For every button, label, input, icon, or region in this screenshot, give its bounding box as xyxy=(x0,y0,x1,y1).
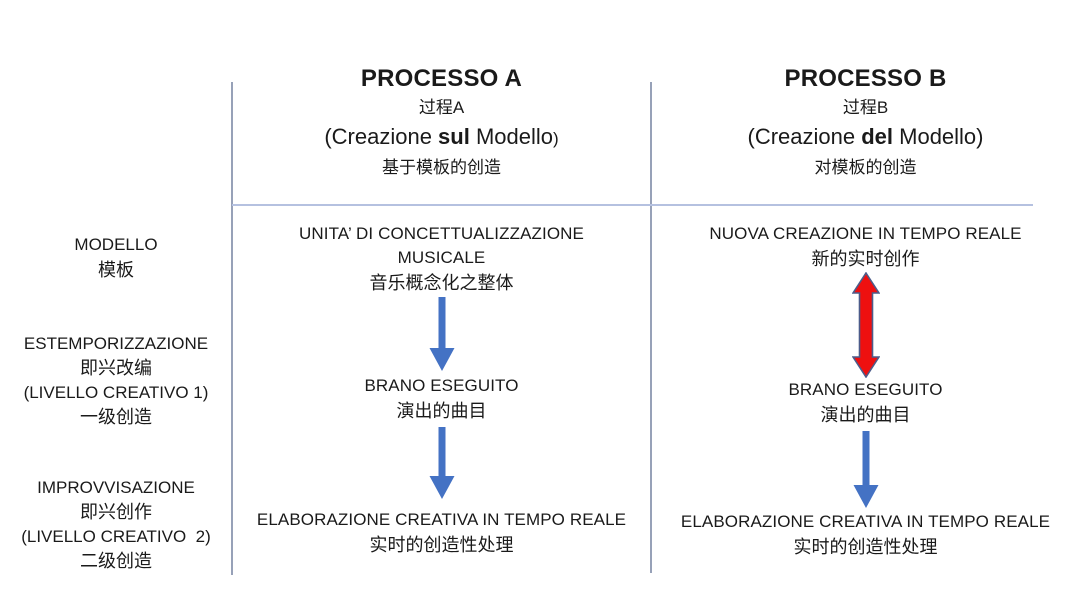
process-a-step-2-zh: 演出的曲目 xyxy=(396,401,487,421)
divider-vertical-right xyxy=(650,82,652,573)
double-arrow-shape xyxy=(851,272,880,378)
process-b-step-3-it: ELABORAZIONE CREATIVA IN TEMPO REALE xyxy=(680,512,1051,531)
divider-vertical-left xyxy=(231,82,233,575)
process-a-step-3-zh: 实时的创造性处理 xyxy=(369,535,514,555)
down-arrow-icon xyxy=(853,431,878,508)
process-a-subtitle: (Creazione sul Modello) xyxy=(232,121,651,154)
process-b-subtitle-zh: 对模板的创造 xyxy=(814,158,917,177)
down-arrow-shape xyxy=(429,427,454,499)
row-labels-column: MODELLO 模板 ESTEMPORIZZAZIONE 即兴改编 (LIVEL… xyxy=(0,0,232,606)
row-label-creative-level-1-zh: 一级创造 xyxy=(80,407,152,427)
process-b-subtitle-rest: Modello) xyxy=(893,124,984,149)
process-b-title: PROCESSO B xyxy=(784,65,947,92)
process-b-step-1-zh: 新的实时创作 xyxy=(811,249,920,269)
row-label-improvvisazione-it: IMPROVVISAZIONE xyxy=(37,478,195,497)
process-b-step-1: NUOVA CREAZIONE IN TEMPO REALE 新的实时创作 xyxy=(651,222,1080,272)
process-b-step-3: ELABORAZIONE CREATIVA IN TEMPO REALE 实时的… xyxy=(651,510,1080,560)
row-label-improvvisazione: IMPROVVISAZIONE 即兴创作 (LIVELLO CREATIVO 2… xyxy=(0,476,232,574)
process-b-column: PROCESSO B 过程B (Creazione del Modello) 对… xyxy=(651,0,1080,606)
down-arrow-icon xyxy=(429,297,454,371)
process-a-step-2: BRANO ESEGUITO 演出的曲目 xyxy=(232,374,651,424)
process-a-subtitle-close: ) xyxy=(553,129,559,148)
row-label-modello: MODELLO 模板 xyxy=(0,232,232,284)
process-b-step-2-it: BRANO ESEGUITO xyxy=(788,380,943,399)
process-b-subtitle: (Creazione del Modello) xyxy=(651,121,1080,154)
down-arrow-shape xyxy=(853,431,878,508)
process-b-subtitle-open: (Creazione xyxy=(747,124,862,149)
process-a-step-1: UNITA’ DI CONCETTUALIZZAZIONE MUSICALE 音… xyxy=(232,222,651,296)
row-label-modello-zh: 模板 xyxy=(98,260,134,280)
divider-horizontal xyxy=(232,204,1033,206)
row-label-creative-level-2-zh: 二级创造 xyxy=(80,551,152,571)
process-a-subtitle-open: (Creazione xyxy=(324,124,439,149)
process-a-subtitle-rest: Modello xyxy=(469,124,553,149)
process-b-step-1-it: NUOVA CREAZIONE IN TEMPO REALE xyxy=(709,224,1022,243)
row-label-creative-level-2-it: (LIVELLO CREATIVO 2) xyxy=(21,527,211,546)
process-a-step-2-it: BRANO ESEGUITO xyxy=(364,376,519,395)
row-label-estemporizzazione-it: ESTEMPORIZZAZIONE xyxy=(23,334,209,353)
process-b-step-2-zh: 演出的曲目 xyxy=(820,405,911,425)
process-a-step-1-it-line2: MUSICALE xyxy=(397,248,486,267)
process-b-step-3-zh: 实时的创造性处理 xyxy=(793,537,938,557)
process-b-header: PROCESSO B 过程B (Creazione del Modello) 对… xyxy=(651,64,1080,181)
process-a-subtitle-zh: 基于模板的创造 xyxy=(382,158,501,177)
process-b-step-2: BRANO ESEGUITO 演出的曲目 xyxy=(651,378,1080,428)
row-label-estemporizzazione-zh: 即兴改编 xyxy=(80,358,152,378)
process-a-column: PROCESSO A 过程A (Creazione sul Modello) 基… xyxy=(232,0,651,606)
process-a-step-1-it-line1: UNITA’ DI CONCETTUALIZZAZIONE xyxy=(299,224,584,243)
process-b-subtitle-bold: del xyxy=(861,124,894,149)
row-label-modello-it: MODELLO xyxy=(74,235,158,254)
process-a-step-3-it: ELABORAZIONE CREATIVA IN TEMPO REALE xyxy=(256,510,627,529)
down-arrow-shape xyxy=(429,297,454,371)
process-a-step-1-zh: 音乐概念化之整体 xyxy=(369,273,514,293)
process-a-title: PROCESSO A xyxy=(360,65,523,92)
process-a-subtitle-bold: sul xyxy=(438,124,470,149)
double-arrow-icon xyxy=(851,272,880,378)
process-b-title-zh: 过程B xyxy=(842,98,889,117)
process-a-header: PROCESSO A 过程A (Creazione sul Modello) 基… xyxy=(232,64,651,181)
process-a-step-3: ELABORAZIONE CREATIVA IN TEMPO REALE 实时的… xyxy=(232,508,651,558)
down-arrow-icon xyxy=(429,427,454,499)
process-a-title-zh: 过程A xyxy=(418,98,465,117)
row-label-creative-level-1-it: (LIVELLO CREATIVO 1) xyxy=(23,383,209,402)
row-label-estemporizzazione: ESTEMPORIZZAZIONE 即兴改编 (LIVELLO CREATIVO… xyxy=(0,332,232,430)
row-label-improvvisazione-zh: 即兴创作 xyxy=(80,502,152,522)
